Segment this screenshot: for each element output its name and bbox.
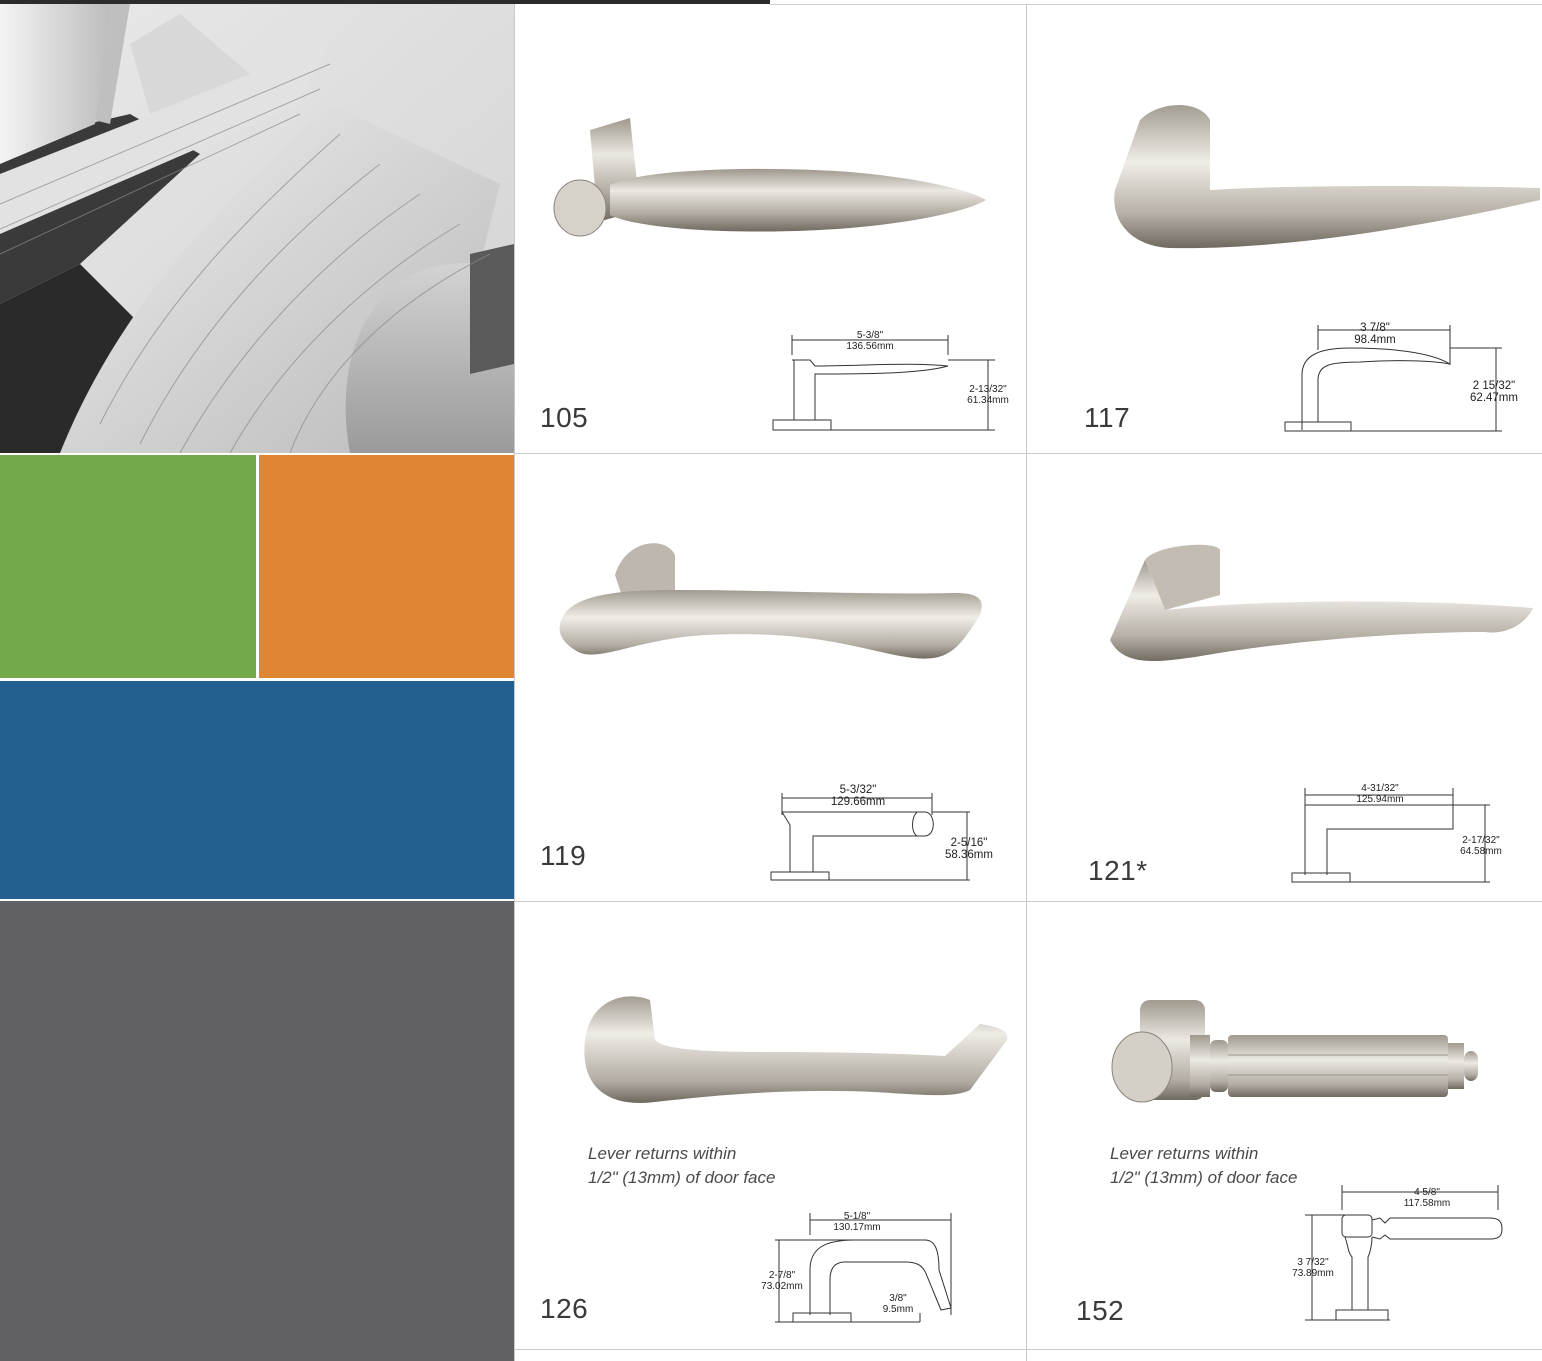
height-mm: 73.02mm <box>761 1281 803 1292</box>
width-mm: 125.94mm <box>1356 794 1404 805</box>
width-mm: 98.4mm <box>1354 334 1396 346</box>
height-inches: 2 15/32" <box>1472 380 1516 392</box>
lever-121-image <box>1110 544 1533 662</box>
model-number: 152 <box>1076 1295 1125 1326</box>
lever-126-image <box>584 996 1008 1103</box>
model-number: 121* <box>1088 855 1148 886</box>
dimension-drawing-119 <box>770 793 970 881</box>
gray-block <box>0 901 514 1361</box>
lever-return-note: Lever returns within 1/2" (13mm) of door… <box>1110 1142 1297 1190</box>
height-inches: 2-17/32" <box>1462 835 1500 846</box>
model-number: 105 <box>540 402 589 433</box>
height-mm: 58.36mm <box>945 849 993 861</box>
dimension-drawing-105 <box>772 335 995 431</box>
return-mm: 9.5mm <box>882 1304 914 1315</box>
lever-152-image <box>1111 1000 1478 1103</box>
width-label: 4 5/8" 117.58mm <box>1392 1187 1462 1209</box>
dimension-drawing-121 <box>1291 788 1490 883</box>
width-inches: 3 7/8" <box>1360 322 1390 334</box>
width-label: 4-31/32" 125.94mm <box>1345 783 1415 805</box>
height-inches: 2-5/16" <box>950 837 988 849</box>
width-inches: 5-3/32" <box>839 784 877 796</box>
green-block <box>0 455 256 678</box>
top-bar <box>0 0 770 4</box>
note-line: 1/2" (13mm) of door face <box>1110 1168 1298 1187</box>
lever-return-note: Lever returns within 1/2" (13mm) of door… <box>588 1142 775 1190</box>
model-number: 117 <box>1084 402 1131 433</box>
width-label: 5-1/8" 130.17mm <box>822 1211 892 1233</box>
grid-divider <box>1026 4 1027 1361</box>
height-label: 2-5/16" 58.36mm <box>940 837 998 861</box>
height-inches: 3 7/32" <box>1297 1257 1329 1268</box>
width-mm: 130.17mm <box>833 1222 881 1233</box>
note-line: Lever returns within <box>588 1144 737 1163</box>
height-label: 2 15/32" 62.47mm <box>1462 380 1526 404</box>
orange-block <box>259 455 514 678</box>
model-number: 119 <box>540 840 587 871</box>
width-inches: 4 5/8" <box>1414 1187 1440 1198</box>
width-inches: 5-1/8" <box>843 1211 871 1222</box>
height-label: 2-7/8" 73.02mm <box>756 1270 808 1292</box>
top-rule <box>770 4 1542 5</box>
width-mm: 117.58mm <box>1403 1198 1451 1209</box>
height-inches: 2-7/8" <box>768 1270 796 1281</box>
dimension-drawing-117 <box>1284 325 1502 432</box>
height-mm: 64.58mm <box>1460 846 1502 857</box>
return-label: 3/8" 9.5mm <box>880 1293 916 1315</box>
model-number: 126 <box>540 1293 589 1324</box>
blue-block <box>0 681 514 899</box>
width-mm: 129.66mm <box>830 796 886 808</box>
width-label: 3 7/8" 98.4mm <box>1345 322 1405 346</box>
dimension-drawing-152 <box>1305 1185 1503 1321</box>
width-label: 5-3/8" 136.56mm <box>835 330 905 352</box>
width-inches: 4-31/32" <box>1361 783 1399 794</box>
height-mm: 62.47mm <box>1470 392 1518 404</box>
grid-divider <box>514 901 1542 902</box>
lever-119-image <box>559 543 982 659</box>
lever-105-image <box>553 118 986 237</box>
architecture-photo-illustration <box>0 4 514 453</box>
return-inches: 3/8" <box>889 1293 907 1304</box>
dimension-drawing-126 <box>775 1213 952 1323</box>
grid-divider <box>514 1349 1542 1350</box>
grid-divider <box>514 453 1542 454</box>
height-inches: 2-13/32" <box>969 384 1007 395</box>
height-label: 2-17/32" 64.58mm <box>1452 835 1510 857</box>
width-mm: 136.56mm <box>846 341 894 352</box>
height-mm: 73.89mm <box>1292 1268 1334 1279</box>
grid-divider <box>514 4 515 1361</box>
architecture-photo <box>0 4 514 453</box>
height-mm: 61.34mm <box>967 395 1009 406</box>
height-label: 3 7/32" 73.89mm <box>1286 1257 1340 1279</box>
width-inches: 5-3/8" <box>856 330 884 341</box>
note-line: Lever returns within <box>1110 1144 1259 1163</box>
width-label: 5-3/32" 129.66mm <box>823 784 893 808</box>
height-label: 2-13/32" 61.34mm <box>960 384 1016 406</box>
lever-117-image <box>1114 105 1540 249</box>
note-line: 1/2" (13mm) of door face <box>588 1168 776 1187</box>
